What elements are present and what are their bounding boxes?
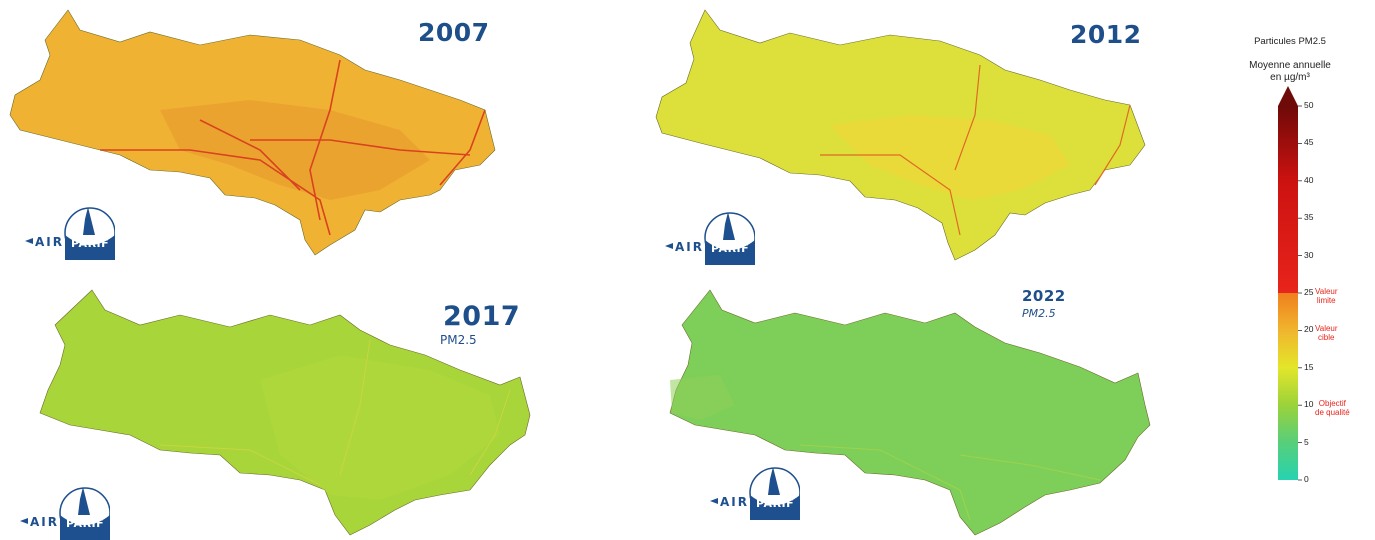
airparif-logo: AIR PARIF [665, 210, 755, 265]
map-year-label: 2012 [1070, 20, 1142, 49]
scale-tick-label: 35 [1304, 212, 1314, 223]
scale-tick-label: 50 [1304, 100, 1314, 110]
scale-tick-label: 5 [1304, 436, 1309, 447]
scale-tick-label: 10 [1304, 399, 1314, 410]
region-map-2017 [39, 289, 531, 536]
airparif-globe-icon [665, 212, 755, 265]
map-year-label: 2007 [418, 18, 490, 47]
color-scale-gradient [1278, 106, 1298, 480]
logo-parif-text: PARIF [66, 517, 105, 530]
logo-air-text: AIR [675, 240, 704, 254]
pollution-hotspot [830, 115, 1070, 200]
pollutant-label: PM2.5 [1022, 307, 1056, 320]
color-scale-bar [1278, 86, 1302, 481]
logo-air-text: AIR [720, 495, 749, 509]
logo-parif-text: PARIF [71, 237, 110, 250]
legend: Particules PM2.5 Moyenne annuelle en µg/… [1200, 0, 1375, 539]
scale-tick-label: 40 [1304, 174, 1314, 185]
legend-subtitle: Moyenne annuelle en µg/m³ [1220, 60, 1360, 84]
map-panel-2017: 2017 PM2.5 AIR PARIF [20, 285, 550, 540]
airparif-logo: AIR PARIF [25, 205, 115, 260]
region-map-2007 [9, 9, 496, 256]
region-map-2022 [669, 289, 1151, 536]
legend-title: Particules PM2.5 [1254, 36, 1326, 47]
road-network [799, 444, 1101, 521]
scale-tick-label: 30 [1304, 249, 1314, 260]
airparif-globe-icon [20, 487, 110, 540]
scale-overflow-arrow [1278, 86, 1298, 106]
logo-parif-text: PARIF [756, 497, 795, 510]
airparif-globe-icon [25, 207, 115, 260]
road-network [820, 64, 1131, 236]
map-year-label: 2022 [1022, 287, 1066, 305]
map-panel-2022: 2022 PM2.5 AIR PARIF [660, 285, 1180, 539]
road-network [100, 59, 486, 236]
airparif-logo: AIR PARIF [20, 485, 110, 540]
map-panel-2012: 2012 AIR PARIF [650, 5, 1170, 270]
logo-air-text: AIR [35, 235, 64, 249]
pollution-hotspot [670, 375, 735, 420]
road-network [159, 339, 511, 486]
scale-tick-label: 45 [1304, 137, 1314, 148]
scale-tick-label: 25 [1304, 287, 1314, 297]
pollutant-label: PM2.5 [440, 333, 477, 347]
pollution-hotspot [260, 355, 500, 500]
map-year-label: 2017 [443, 301, 521, 332]
airparif-logo: AIR PARIF [710, 465, 800, 520]
region-map-2012 [655, 9, 1146, 261]
map-panel-2007: 2007 AIR PARIF [0, 0, 520, 265]
legend-subtitle-line1: Moyenne annuelle [1249, 60, 1331, 71]
pollution-hotspot [160, 100, 430, 200]
logo-parif-text: PARIF [711, 242, 750, 255]
airparif-globe-icon [710, 467, 800, 520]
scale-tick-label: 0 [1304, 474, 1309, 484]
scale-tick-label: 15 [1304, 361, 1314, 372]
legend-subtitle-line2: en µg/m³ [1270, 72, 1310, 83]
logo-air-text: AIR [30, 515, 59, 529]
scale-tick-label: 20 [1304, 324, 1314, 335]
region-shape [669, 289, 1151, 536]
